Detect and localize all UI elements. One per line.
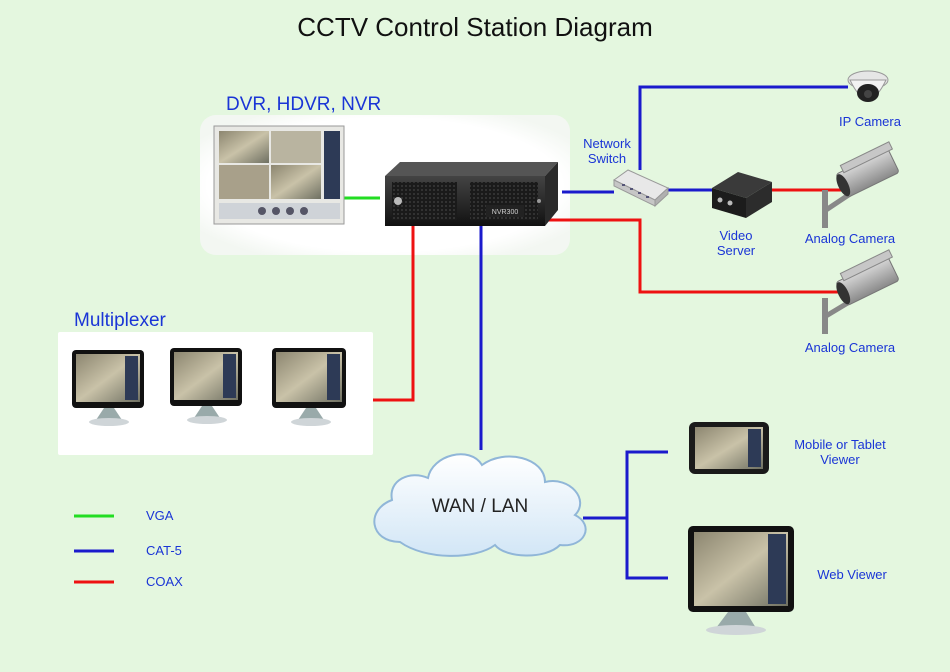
video-server-image <box>712 172 772 218</box>
web-viewer-label: Web Viewer <box>817 567 887 582</box>
multiplexer-monitor-1 <box>72 350 144 426</box>
multiplexer-group-label: Multiplexer <box>74 310 166 331</box>
wan-lan-cloud <box>373 453 587 557</box>
analog-camera-1-label: Analog Camera <box>804 231 896 246</box>
cat5-line-ip-camera <box>638 85 848 170</box>
mobile-viewer-label: Mobile or Tablet Viewer <box>784 437 896 467</box>
nvr-badge-text: NVR300 <box>492 209 519 216</box>
legend-label-cat5: CAT-5 <box>146 543 182 558</box>
cat5-line-viewer-branch <box>625 450 668 580</box>
network-switch-label: Network Switch <box>572 136 642 166</box>
ip-camera-image <box>847 70 889 102</box>
legend-label-vga: VGA <box>146 508 174 523</box>
connections <box>340 85 848 580</box>
diagram-title: CCTV Control Station Diagram <box>297 12 653 42</box>
dvr-group-label: DVR, HDVR, NVR <box>226 94 382 115</box>
dvr-monitor-image <box>213 125 345 225</box>
analog-camera-2-image <box>822 249 899 334</box>
web-viewer-monitor-image <box>688 526 794 635</box>
legend-label-coax: COAX <box>146 574 183 589</box>
mobile-viewer-label-line2: Viewer <box>820 452 860 467</box>
tablet-viewer-image <box>689 422 769 474</box>
video-server-label: Video Server <box>703 228 769 258</box>
multiplexer-monitor-2 <box>170 348 242 424</box>
network-switch-label-line1: Network <box>583 136 631 151</box>
mobile-viewer-label-line1: Mobile or Tablet <box>794 437 886 452</box>
nvr-box-image <box>385 162 558 226</box>
analog-camera-1-image <box>822 141 899 228</box>
wan-lan-label: WAN / LAN <box>431 496 529 517</box>
multiplexer-monitor-3 <box>272 348 346 426</box>
coax-line-analog-2 <box>545 218 845 294</box>
network-switch-label-line2: Switch <box>587 151 627 166</box>
analog-camera-2-label: Analog Camera <box>804 340 896 355</box>
video-server-label-line1: Video <box>719 228 753 243</box>
video-server-label-line2: Server <box>716 243 756 258</box>
ip-camera-label: IP Camera <box>839 114 901 129</box>
coax-line-multiplexer <box>373 222 415 402</box>
network-switch-image <box>613 169 669 208</box>
